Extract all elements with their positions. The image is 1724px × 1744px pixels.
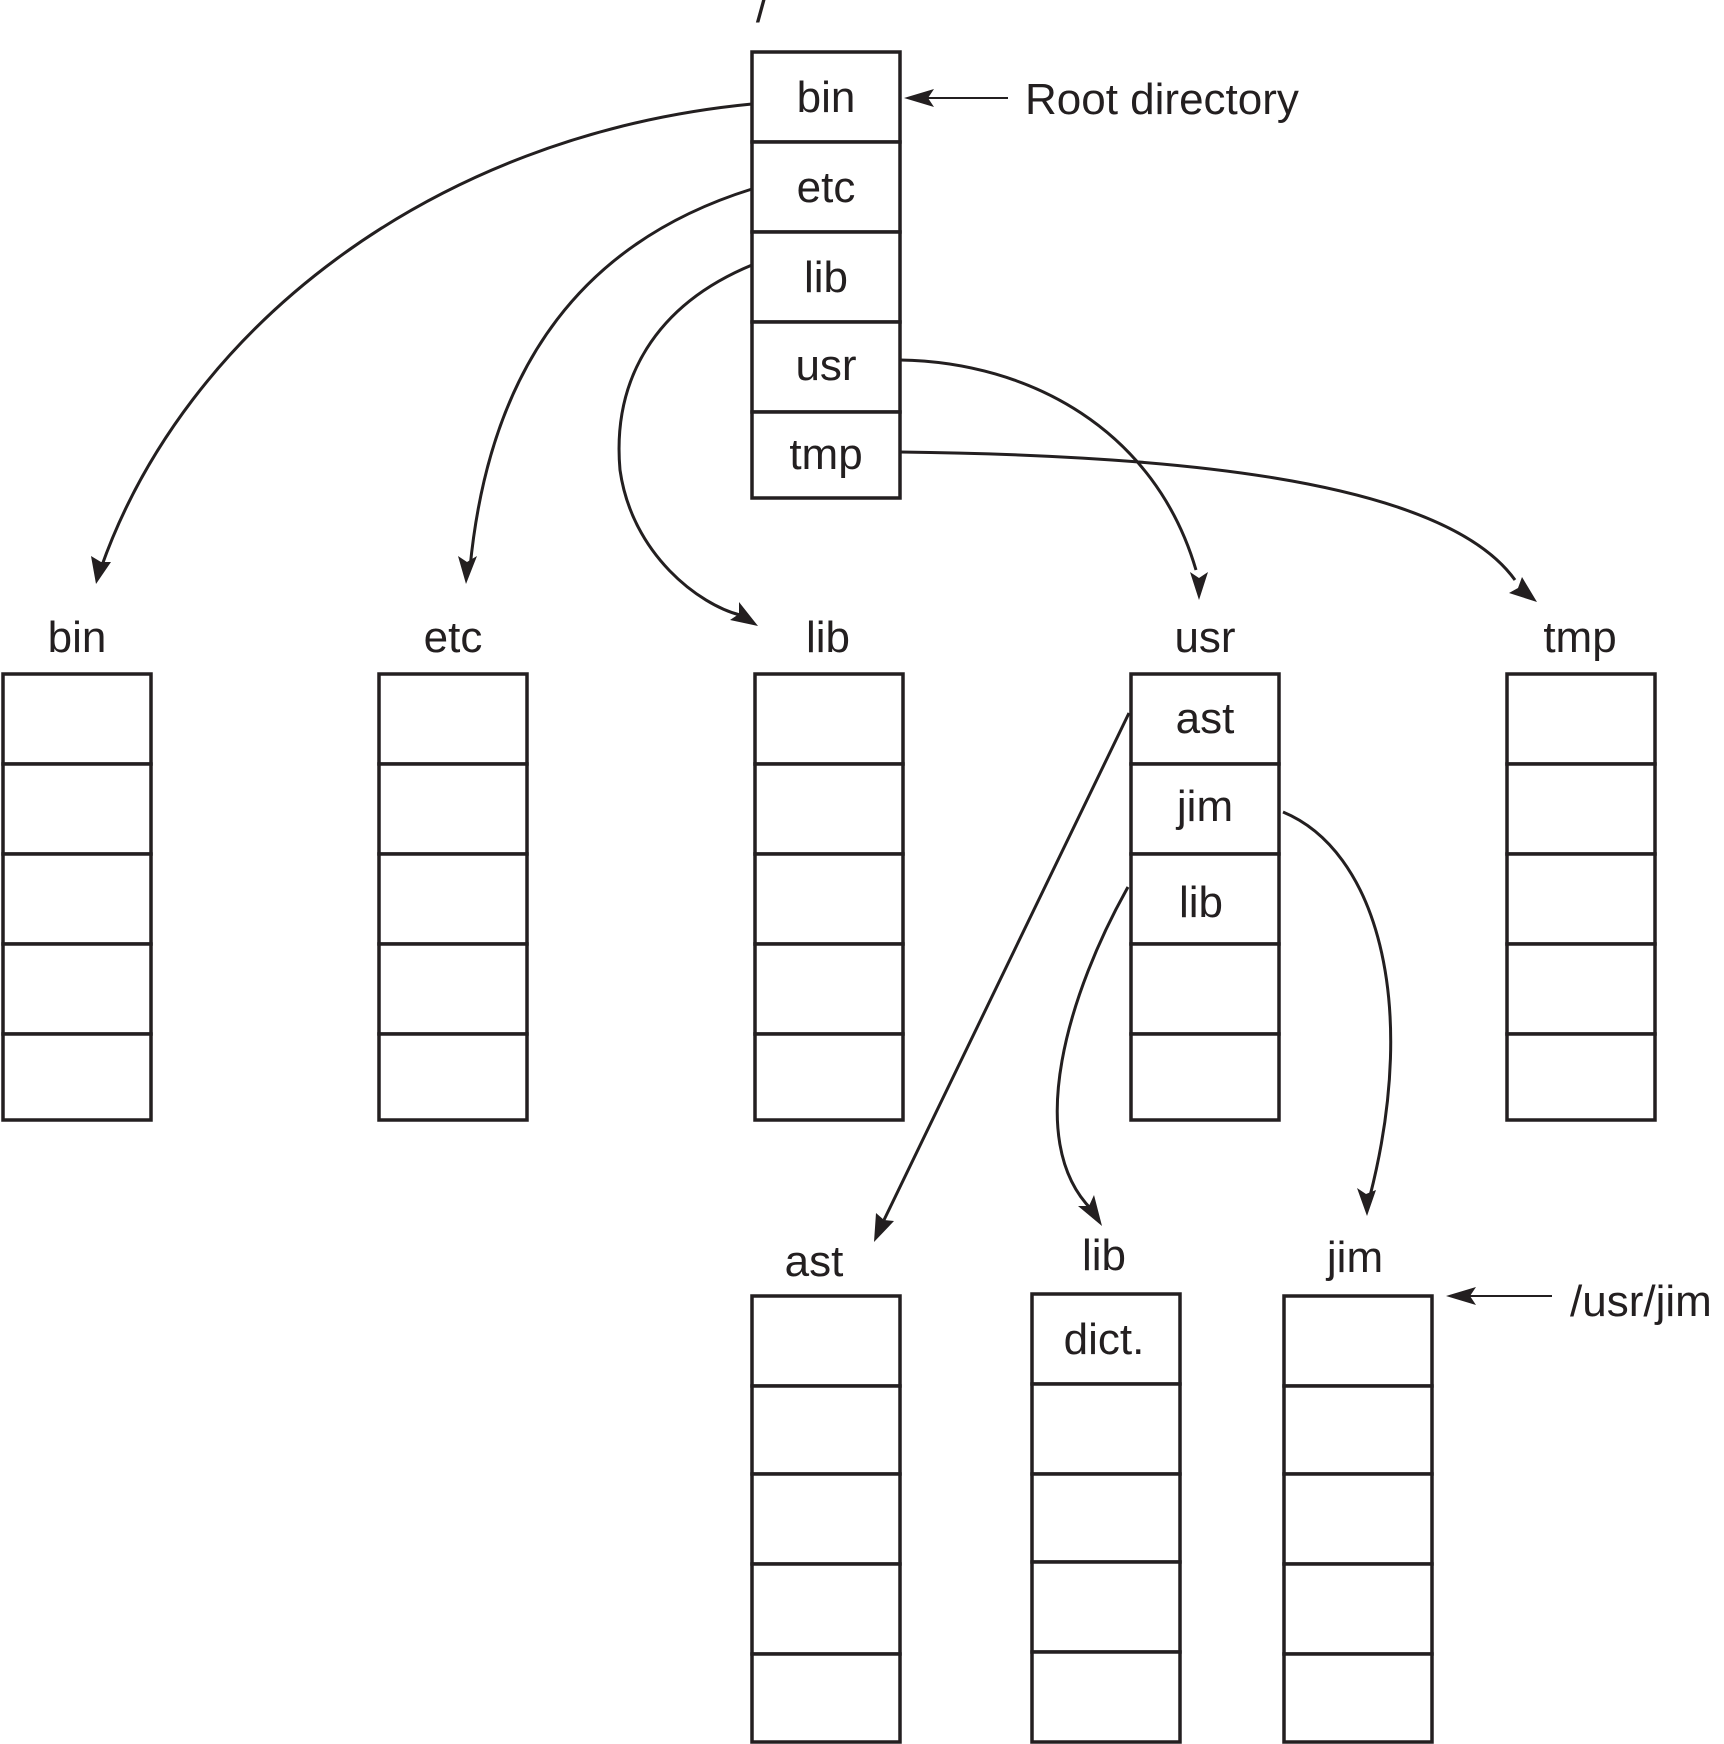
root-directory-callout: Root directory bbox=[904, 75, 1299, 124]
bin-cell bbox=[1, 672, 153, 766]
root-directory: bin etc lib usr tmp bbox=[750, 50, 902, 500]
lib-cell bbox=[753, 672, 905, 766]
root-to-usr-edge bbox=[899, 358, 1208, 600]
usr-cell-2 bbox=[1129, 852, 1281, 946]
usr-cell-3 bbox=[1129, 942, 1281, 1036]
usr-lib-cell bbox=[1030, 1382, 1182, 1476]
etc-cell bbox=[377, 1032, 529, 1122]
usr-lib-directory-title: lib bbox=[1082, 1231, 1126, 1280]
jim-directory bbox=[1282, 1294, 1434, 1744]
usr-to-jim-edge bbox=[1282, 810, 1393, 1216]
root-to-lib-edge bbox=[617, 263, 758, 626]
usr-lib-entry-dict: dict. bbox=[1064, 1315, 1145, 1364]
ast-cell bbox=[750, 1652, 902, 1744]
bin-cell bbox=[1, 1032, 153, 1122]
root-slash-label: / bbox=[756, 0, 769, 32]
bin-directory bbox=[1, 672, 153, 1122]
usr-lib-directory: dict. bbox=[1030, 1292, 1182, 1744]
ast-directory bbox=[750, 1294, 902, 1744]
bin-cell bbox=[1, 852, 153, 946]
usr-cell-4 bbox=[1129, 1032, 1281, 1122]
usr-directory: ast jim lib bbox=[1129, 672, 1281, 1122]
usr-directory-title: usr bbox=[1174, 613, 1235, 662]
lib-cell bbox=[753, 1032, 905, 1122]
tmp-directory bbox=[1505, 672, 1657, 1122]
jim-cell bbox=[1282, 1472, 1434, 1566]
usr-jim-label: /usr/jim bbox=[1570, 1277, 1712, 1326]
usr-jim-callout-arrowhead bbox=[1446, 1287, 1476, 1305]
tmp-cell bbox=[1505, 852, 1657, 946]
usr-lib-cell bbox=[1030, 1650, 1182, 1744]
usr-lib-cell bbox=[1030, 1472, 1182, 1564]
root-callout-arrowhead bbox=[904, 89, 934, 107]
usr-lib-cell bbox=[1030, 1560, 1182, 1654]
usr-to-ast-edge bbox=[874, 712, 1131, 1242]
usr-to-lib-edge bbox=[1055, 886, 1130, 1226]
lib-cell bbox=[753, 942, 905, 1036]
usr-cell-0 bbox=[1129, 672, 1281, 766]
ast-cell bbox=[750, 1294, 902, 1388]
etc-directory-title: etc bbox=[424, 613, 483, 662]
jim-cell bbox=[1282, 1652, 1434, 1744]
etc-cell bbox=[377, 672, 529, 766]
jim-directory-title: jim bbox=[1325, 1233, 1383, 1282]
tmp-cell bbox=[1505, 1032, 1657, 1122]
tmp-cell bbox=[1505, 942, 1657, 1036]
etc-cell bbox=[377, 942, 529, 1036]
usr-entry-ast: ast bbox=[1176, 694, 1235, 743]
root-entry-tmp: tmp bbox=[789, 430, 862, 479]
usr-cell-1 bbox=[1129, 762, 1281, 856]
jim-cell bbox=[1282, 1294, 1434, 1388]
lib-directory bbox=[753, 672, 905, 1122]
ast-directory-title: ast bbox=[785, 1237, 844, 1286]
lib-cell bbox=[753, 762, 905, 856]
jim-cell bbox=[1282, 1384, 1434, 1476]
lib-directory-title: lib bbox=[806, 613, 850, 662]
tmp-cell bbox=[1505, 762, 1657, 856]
usr-lib-cell-0 bbox=[1030, 1292, 1182, 1386]
root-cell-4 bbox=[750, 410, 902, 500]
bin-cell bbox=[1, 942, 153, 1036]
ast-cell bbox=[750, 1472, 902, 1566]
root-entry-bin: bin bbox=[797, 73, 856, 122]
etc-cell bbox=[377, 762, 529, 856]
tmp-cell bbox=[1505, 672, 1657, 766]
lib-cell bbox=[753, 852, 905, 946]
root-to-bin-edge bbox=[91, 102, 753, 584]
root-directory-label: Root directory bbox=[1025, 75, 1299, 124]
bin-directory-title: bin bbox=[48, 613, 107, 662]
root-to-etc-edge bbox=[458, 187, 753, 584]
usr-jim-callout: /usr/jim bbox=[1446, 1277, 1712, 1326]
root-cell-1 bbox=[750, 140, 902, 234]
bin-cell bbox=[1, 762, 153, 856]
usr-entry-lib: lib bbox=[1179, 878, 1223, 927]
root-entry-etc: etc bbox=[797, 163, 856, 212]
root-cell-0 bbox=[750, 50, 902, 144]
ast-cell bbox=[750, 1562, 902, 1656]
jim-cell bbox=[1282, 1562, 1434, 1656]
usr-entry-jim: jim bbox=[1175, 782, 1233, 831]
root-cell-3 bbox=[750, 320, 902, 414]
etc-cell bbox=[377, 852, 529, 946]
root-entry-lib: lib bbox=[804, 253, 848, 302]
ast-cell bbox=[750, 1384, 902, 1476]
root-to-tmp-edge bbox=[899, 450, 1537, 602]
tmp-directory-title: tmp bbox=[1543, 613, 1616, 662]
etc-directory bbox=[377, 672, 529, 1122]
root-entry-usr: usr bbox=[795, 341, 856, 390]
